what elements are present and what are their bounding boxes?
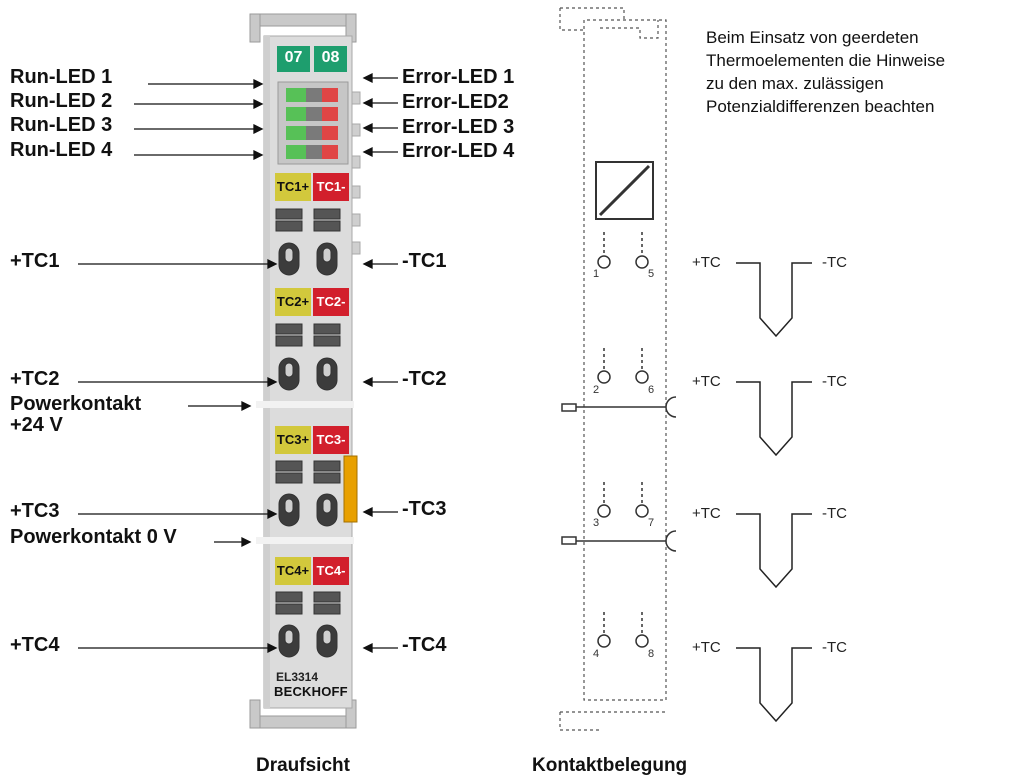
label-run-led-1: Run-LED 1 [10,66,113,88]
contact-frame [559,7,667,731]
converter-icon [595,161,654,220]
label-minus-tc4: -TC4 [402,634,447,656]
plate-label-tc3-minus: TC3- [316,432,346,447]
plate-label-tc4-minus: TC4- [316,563,346,578]
label-run-led-2: Run-LED 2 [10,90,113,112]
plate-label-tc2-plus: TC2+ [276,294,310,309]
tc-plus-label: +TC [692,639,721,656]
channel-number-08: 08 [321,49,340,66]
contact-number: 2 [593,384,600,396]
label-error-led-2: Error-LED2 [402,91,509,113]
label-minus-tc1: -TC1 [402,250,447,272]
contact-number: 6 [648,384,655,396]
label-plus-tc4: +TC4 [10,634,60,656]
contact-number: 5 [648,268,655,280]
tc-minus-label: -TC [822,373,847,390]
caption-top-view: Draufsicht [256,755,350,776]
model-number: EL3314 [276,670,319,684]
tc-plus-label: +TC [692,373,721,390]
label-run-led-3: Run-LED 3 [10,114,113,136]
contact-number: 8 [648,648,655,660]
error-led-1 [322,88,338,102]
plate-label-tc4-plus: TC4+ [276,563,310,578]
caption-pin-assignment: Kontaktbelegung [532,755,688,776]
bottom-rail [249,699,357,729]
contact-points [597,232,649,648]
run-led-2 [286,107,306,121]
spring-terminals [275,208,341,658]
plate-tc4-plus [275,557,311,585]
plate-tc2-plus [275,288,311,316]
plate-tc4-minus [313,557,349,585]
label-minus-tc2: -TC2 [402,368,447,390]
run-led-4 [286,145,306,159]
run-led-3 [286,126,306,140]
plate-label-tc2-minus: TC2- [316,294,346,309]
plate-label-tc1-minus: TC1- [316,179,346,194]
plate-tc3-minus [313,426,349,454]
led-rows [286,88,338,159]
label-plus-tc2: +TC2 [10,368,60,390]
left-pointer-lines [78,78,278,654]
plate-tc1-minus [313,173,349,201]
label-powerkontakt-24v: Powerkontakt [10,393,142,415]
plate-tc1-plus [275,173,311,201]
grounding-note: Beim Einsatz von geerdeten Thermoelement… [706,26,1006,118]
channel-box-07 [277,46,310,72]
plate-label-tc3-plus: TC3+ [276,432,310,447]
run-led-1 [286,88,306,102]
power-bus-lines [561,396,677,552]
top-rail [249,13,357,43]
right-pointer-lines [362,72,398,654]
label-powerkontakt-24v-value: +24 V [10,414,63,436]
error-led-4 [322,145,338,159]
contact-number: 4 [593,648,600,660]
error-led-3 [322,126,338,140]
tc-minus-label: -TC [822,505,847,522]
contact-number: 7 [648,517,655,529]
note-line: Beim Einsatz von geerdeten [706,28,919,47]
contact-number: 1 [593,268,600,280]
note-line: Thermoelementen die Hinweise [706,51,946,70]
note-line: zu den max. zulässigen [706,74,884,93]
tc-plus-label: +TC [692,254,721,271]
label-run-led-4: Run-LED 4 [10,139,113,161]
label-powerkontakt-0v: Powerkontakt 0 V [10,526,177,548]
label-plus-tc3: +TC3 [10,500,60,522]
label-error-led-3: Error-LED 3 [402,116,515,138]
error-led-2 [322,107,338,121]
tc-minus-label: -TC [822,254,847,271]
label-plus-tc1: +TC1 [10,250,60,272]
brand-logo: BECKHOFF [274,684,348,699]
contact-number: 3 [593,517,600,529]
plate-label-tc1-plus: TC1+ [276,179,310,194]
channel-number-07: 07 [284,49,303,66]
label-error-led-1: Error-LED 1 [402,66,515,88]
thermocouple-icons [736,262,812,723]
plate-tc3-plus [275,426,311,454]
plate-tc2-minus [313,288,349,316]
note-line: Potenzialdifferenzen beachten [706,97,935,116]
label-error-led-4: Error-LED 4 [402,140,515,162]
channel-box-08 [314,46,347,72]
power-contact-strip [343,455,358,523]
label-minus-tc3: -TC3 [402,498,447,520]
tc-plus-label: +TC [692,505,721,522]
tc-minus-label: -TC [822,639,847,656]
